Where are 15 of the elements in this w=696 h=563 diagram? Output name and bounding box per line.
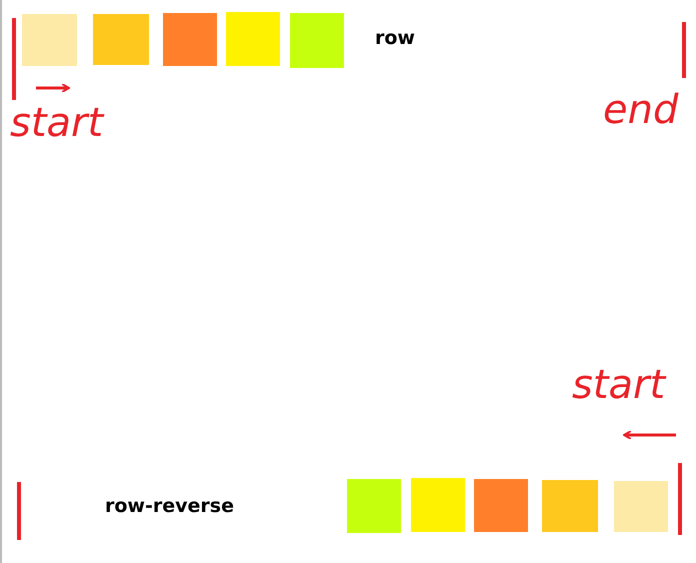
flex-item-box <box>163 13 217 66</box>
flex-item-box <box>93 14 149 65</box>
layout-label: row <box>375 29 415 48</box>
flex-item-box <box>411 478 465 532</box>
layout-label: row-reverse <box>105 497 234 516</box>
axis-label: end <box>603 90 678 130</box>
axis-label: start <box>572 365 666 405</box>
flex-item-box <box>614 481 668 532</box>
flex-item-box <box>474 479 528 532</box>
flex-item-box <box>542 480 598 532</box>
flex-item-box <box>226 12 280 66</box>
flex-item-box <box>347 479 401 533</box>
axis-label: start <box>10 103 104 143</box>
flex-item-box <box>290 13 344 68</box>
flex-item-box <box>22 14 77 66</box>
